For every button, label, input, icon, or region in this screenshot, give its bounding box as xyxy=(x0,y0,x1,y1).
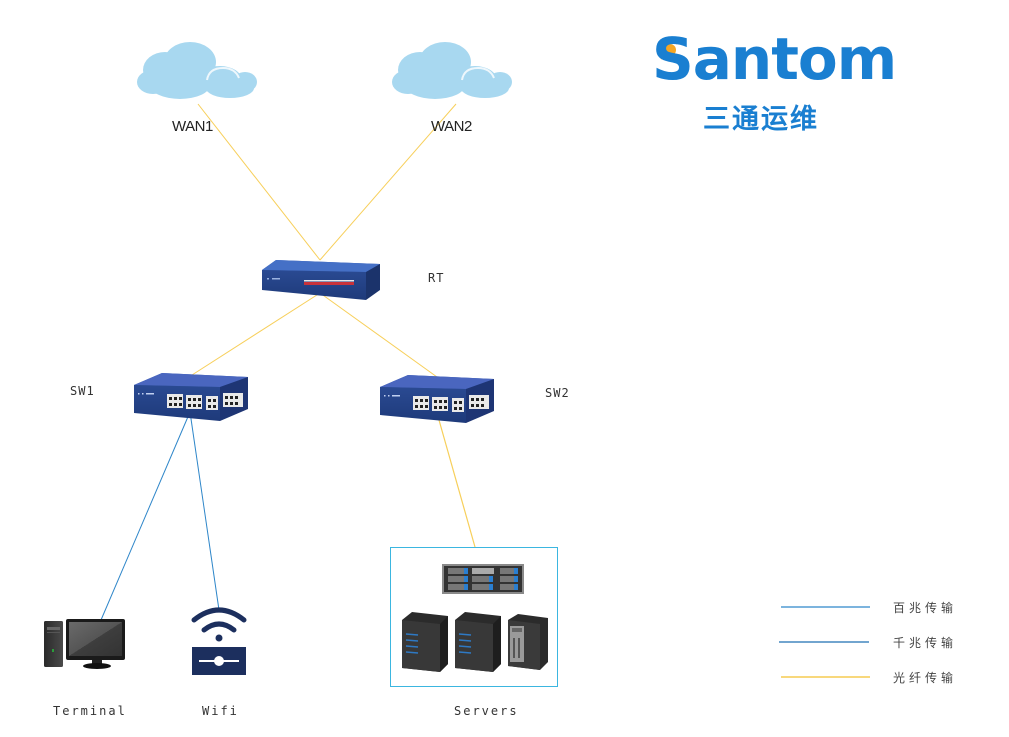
tower-server-icon xyxy=(508,614,548,670)
link-rt-sw1 xyxy=(191,292,321,376)
sw1-label: SW1 xyxy=(70,384,95,398)
cloud-icon[interactable] xyxy=(137,42,257,99)
terminal-label: Terminal xyxy=(53,704,127,718)
legend-label-fiber: 光纤传输 xyxy=(893,671,958,685)
rt-label: RT xyxy=(428,271,445,285)
wan1-label: WAN1 xyxy=(172,118,213,135)
link-wan1-rt xyxy=(197,103,321,261)
logo-brand: Santom xyxy=(652,25,897,93)
switch-icon[interactable] xyxy=(380,375,494,423)
legend-label-gigabit: 千兆传输 xyxy=(893,636,958,650)
legend-label-fast-ethernet: 百兆传输 xyxy=(893,601,958,615)
wifi-label: Wifi xyxy=(202,704,239,718)
logo-subtitle: 三通运维 xyxy=(703,104,819,135)
switch-icon[interactable] xyxy=(134,373,248,421)
tower-server-icon xyxy=(455,612,501,672)
servers-label: Servers xyxy=(454,704,519,718)
legend xyxy=(779,606,870,678)
sw2-label: SW2 xyxy=(545,386,570,400)
servers-frame xyxy=(390,547,558,687)
link-sw1-terminal xyxy=(100,411,191,621)
router-icon[interactable] xyxy=(262,260,380,300)
rack-server-icon xyxy=(442,564,524,594)
tower-server-icon xyxy=(402,612,448,672)
link-sw2-servers xyxy=(436,412,476,548)
wan2-label: WAN2 xyxy=(431,118,472,135)
link-sw1-wifi xyxy=(189,411,220,611)
link-wan2-rt xyxy=(319,103,457,261)
link-rt-sw2 xyxy=(319,292,438,378)
wifi-access-point-icon[interactable] xyxy=(191,607,247,675)
server-group-icon[interactable] xyxy=(402,564,548,672)
logo-sun-icon xyxy=(658,38,680,60)
links xyxy=(100,103,476,621)
desktop-computer-icon[interactable] xyxy=(44,619,125,669)
cloud-icon[interactable] xyxy=(392,42,512,99)
